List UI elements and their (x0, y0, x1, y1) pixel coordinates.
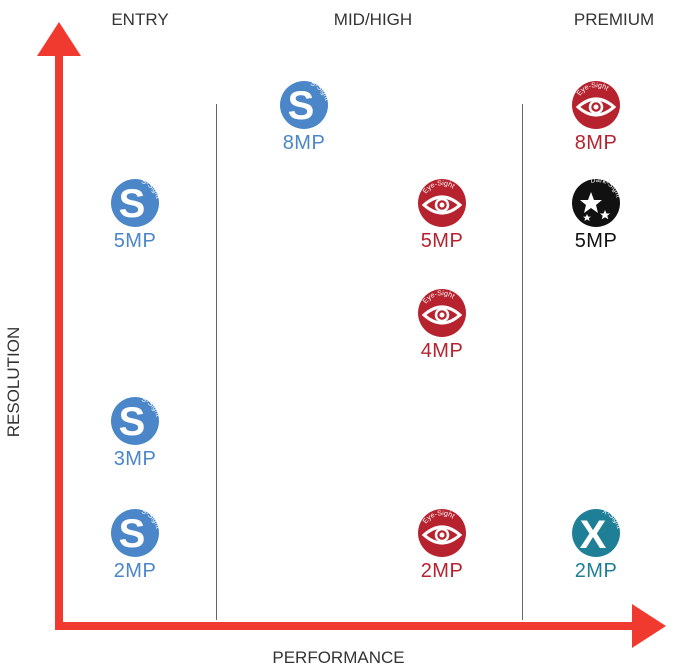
resolution-label: 8MP (282, 132, 326, 154)
x-sight-logo-icon: X-Sight (571, 508, 621, 558)
x-axis-label: PERFORMANCE (272, 648, 405, 667)
column-title-entry: ENTRY (111, 10, 169, 29)
product-entry-2mp: S-Sight 2MP (85, 508, 185, 583)
eye-sight-logo-icon: Eye-Sight (571, 80, 621, 130)
resolution-label: 8MP (574, 132, 618, 154)
resolution-label: 5MP (420, 230, 464, 252)
resolution-label: 2MP (420, 560, 464, 582)
product-mid-8mp: S-Sight 8MP (254, 80, 354, 155)
resolution-label: 2MP (113, 560, 157, 582)
x-axis-arrowhead (632, 604, 666, 648)
product-premium-5mp: Dark-Sight 5MP (546, 178, 646, 253)
y-axis-label: RESOLUTION (4, 326, 23, 438)
product-mid-5mp: Eye-Sight 5MP (392, 178, 492, 253)
s-sight-logo-icon: S-Sight (279, 80, 329, 130)
product-entry-5mp: S-Sight 5MP (85, 178, 185, 253)
product-mid-4mp: Eye-Sight 4MP (392, 288, 492, 363)
product-mid-2mp: Eye-Sight 2MP (392, 508, 492, 583)
resolution-label: 5MP (113, 230, 157, 252)
s-sight-logo-icon: S-Sight (110, 396, 160, 446)
s-sight-logo-icon: S-Sight (110, 178, 160, 228)
y-axis-arrowhead (37, 22, 81, 56)
resolution-label: 2MP (574, 560, 618, 582)
eye-sight-logo-icon: Eye-Sight (417, 178, 467, 228)
column-title-premium: PREMIUM (573, 10, 655, 29)
column-title-mid-high: MID/HIGH (333, 10, 413, 29)
eye-sight-logo-icon: Eye-Sight (417, 508, 467, 558)
eye-sight-logo-icon: Eye-Sight (417, 288, 467, 338)
product-entry-3mp: S-Sight 3MP (85, 396, 185, 471)
product-premium-8mp: Eye-Sight 8MP (546, 80, 646, 155)
divider-mid-premium (522, 104, 523, 620)
dark-sight-logo-icon: Dark-Sight (571, 178, 621, 228)
product-premium-2mp: X-Sight 2MP (546, 508, 646, 583)
resolution-label: 4MP (420, 340, 464, 362)
resolution-label: 3MP (113, 448, 157, 470)
s-sight-logo-icon: S-Sight (110, 508, 160, 558)
resolution-label: 5MP (574, 230, 618, 252)
divider-entry-mid (216, 104, 217, 620)
